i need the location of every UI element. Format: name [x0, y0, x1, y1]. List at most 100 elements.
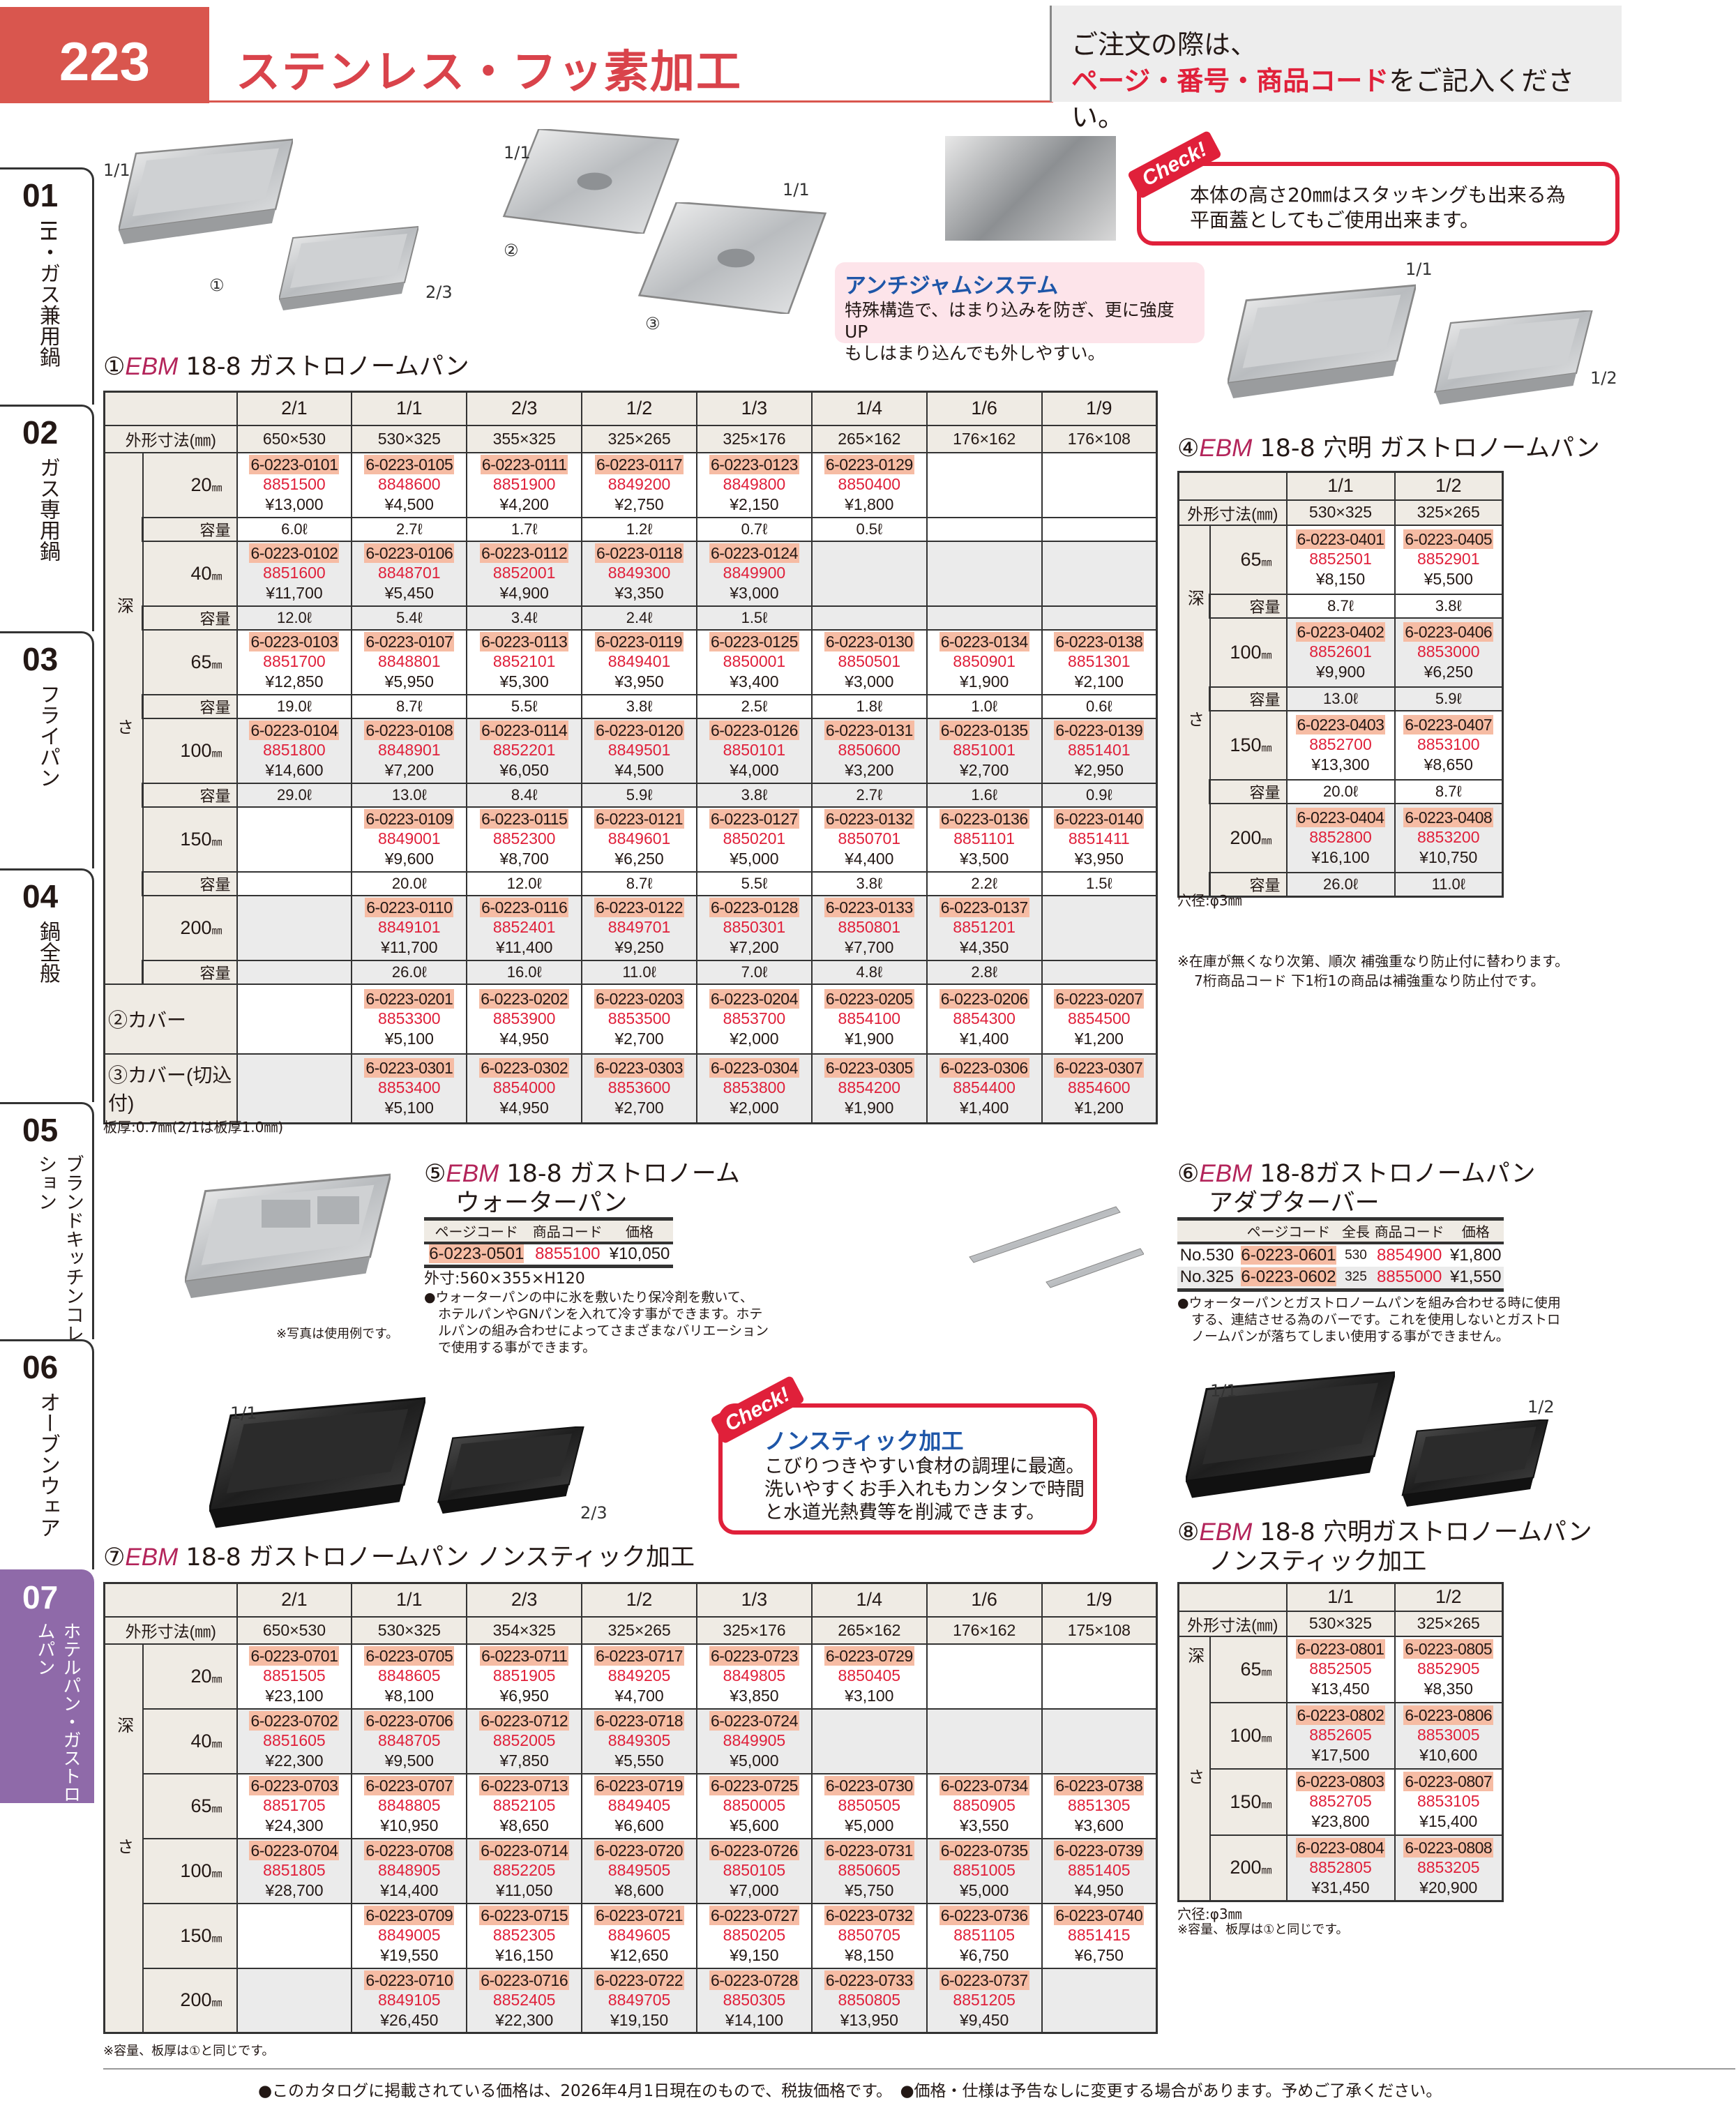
- product-cell: [236, 1967, 353, 2034]
- page-code: 6-0223-0130: [824, 632, 914, 651]
- depth-value: 200: [1230, 827, 1262, 848]
- item-code: 8854900: [1376, 1245, 1442, 1265]
- page-code: 6-0223-0740: [1054, 1906, 1145, 1925]
- price: ¥6,050: [499, 761, 549, 779]
- code-wrap: 6-0223-0102: [238, 543, 352, 563]
- capacity-value: 13.0ℓ: [1285, 686, 1396, 711]
- check-text: 洗いやすくお手入れもカンタンで時間: [764, 1479, 1085, 1500]
- page-code: 6-0223-0719: [594, 1776, 685, 1795]
- code-wrap: 6-0223-0706: [352, 1711, 466, 1731]
- item-code: 8851201: [953, 918, 1016, 936]
- page-code: 6-0223-0725: [709, 1776, 799, 1795]
- page-code: 6-0223-0707: [364, 1776, 455, 1795]
- item-code: 8848901: [378, 741, 441, 759]
- size-header: 1/2: [581, 391, 697, 426]
- item-code: 8851205: [953, 1990, 1016, 2009]
- item-code: 8849005: [378, 1926, 441, 1944]
- price: ¥6,250: [614, 850, 664, 868]
- price: ¥1,900: [845, 1029, 894, 1048]
- price: ¥11,700: [266, 584, 323, 602]
- capacity-value: 1.0ℓ: [926, 693, 1043, 719]
- order-instructions: ご注文の際は、 ページ・番号・商品コードをご記入ください。: [1050, 6, 1622, 133]
- code-wrap: 6-0223-0808: [1396, 1837, 1502, 1857]
- pan-2-3-image: [279, 225, 418, 312]
- depth-value: 20: [190, 1665, 212, 1687]
- capacity-value: [1041, 959, 1158, 985]
- capacity-value: 16.0ℓ: [466, 959, 583, 985]
- price: ¥4,900: [499, 584, 549, 602]
- capacity-value: 20.0ℓ: [1285, 778, 1396, 804]
- code-wrap: 6-0223-0207: [1043, 988, 1156, 1009]
- size-header: 1/3: [696, 1582, 813, 1618]
- depth-axis-label: 深さ: [103, 1643, 144, 2034]
- code-wrap: 6-0223-0101: [238, 455, 352, 474]
- model-no: No.325: [1179, 1267, 1235, 1287]
- capacity-value: [1041, 516, 1158, 542]
- item-code: 8850501: [838, 652, 901, 670]
- depth-value: 40: [190, 562, 212, 584]
- image-label: 1/2: [1527, 1397, 1555, 1417]
- page-code: 6-0223-0103: [249, 632, 340, 651]
- page-code: 6-0223-0718: [594, 1711, 685, 1731]
- nonstick-check-callout: ノンスティック加工 こびりつきやすい食材の調理に最適。 洗いやすくお手入れもカン…: [718, 1403, 1097, 1535]
- depth-label: 150㎜: [142, 806, 238, 873]
- item-code: 8849205: [607, 1666, 671, 1685]
- page-code: 6-0223-0407: [1403, 715, 1494, 734]
- price: ¥6,950: [499, 1687, 549, 1705]
- length: 325: [1345, 1269, 1367, 1285]
- item-code: 8849300: [607, 564, 671, 582]
- price: ¥2,700: [614, 1029, 664, 1048]
- price: ¥19,550: [380, 1946, 439, 1964]
- col-header: 価格: [1447, 1219, 1504, 1244]
- depth-value: 100: [1230, 641, 1262, 663]
- code-wrap: 6-0223-0120: [582, 721, 696, 740]
- section-8-title: ⑧EBM 18-8 穴明ガストロノームパンノンスティック加工: [1177, 1518, 1592, 1576]
- price: ¥14,100: [725, 2010, 783, 2029]
- image-label: ③: [645, 314, 661, 333]
- capacity-value: 8.7ℓ: [351, 693, 468, 719]
- anti-jam-text: もしはまり込んでも外しやすい。: [845, 343, 1105, 363]
- code-wrap: 6-0223-0406: [1396, 622, 1502, 642]
- price: ¥9,450: [960, 2010, 1009, 2029]
- page-code: 6-0223-0715: [479, 1906, 570, 1925]
- header-divider: [209, 100, 1053, 103]
- price: ¥12,850: [265, 672, 324, 691]
- product-cell: [1041, 451, 1158, 518]
- item-code: 8849601: [607, 829, 671, 847]
- price: ¥1,900: [960, 672, 1009, 691]
- price: ¥9,250: [614, 938, 664, 956]
- code-wrap: 6-0223-0723: [697, 1646, 811, 1666]
- desc-line: ●ウォーターパンとガストロノームパンを組み合わせる時に使用: [1177, 1295, 1561, 1311]
- item-code: 8852901: [1417, 550, 1480, 568]
- price: ¥2,000: [730, 1029, 779, 1048]
- item-code: 8849805: [723, 1666, 786, 1685]
- col-header: ページコード: [424, 1219, 529, 1244]
- item-code: 8849101: [378, 918, 441, 936]
- code-wrap: 6-0223-0137: [928, 898, 1041, 917]
